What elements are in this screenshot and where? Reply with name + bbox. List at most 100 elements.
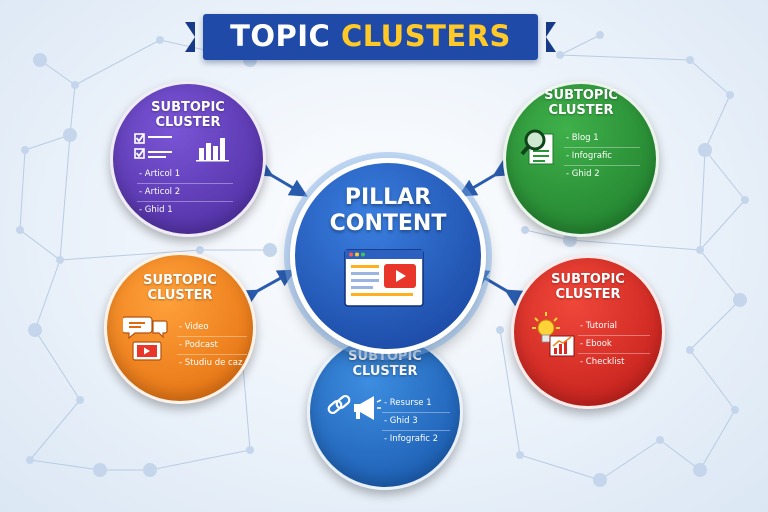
cluster-red-line2: CLUSTER [555, 287, 621, 302]
list-item: - Articol 2 [137, 184, 233, 202]
network-link [149, 449, 251, 471]
list-item: - Studiu de caz [179, 358, 243, 368]
pillar-line1: PILLAR [344, 185, 432, 210]
network-node [26, 456, 34, 464]
network-link [689, 299, 741, 351]
network-link [689, 59, 731, 96]
cluster-orange-caption: SUBTOPIC CLUSTER [107, 273, 253, 303]
network-node [686, 56, 694, 64]
network-node [496, 326, 504, 334]
network-link [34, 329, 81, 401]
network-link [59, 249, 201, 261]
network-link [569, 239, 701, 251]
network-node [28, 323, 42, 337]
network-link [34, 259, 61, 331]
network-node [263, 243, 277, 257]
network-node [693, 463, 707, 477]
list-item: - Podcast [177, 337, 247, 355]
list-item: - Articol 1 [137, 166, 233, 184]
network-node [733, 293, 747, 307]
network-node [686, 346, 694, 354]
network-node [196, 246, 204, 254]
link-megaphone-icon [327, 394, 382, 420]
network-link [559, 34, 601, 56]
network-link [689, 349, 736, 411]
cluster-orange: SUBTOPIC CLUSTER - Video - Podcast - Stu… [104, 252, 256, 404]
network-link [39, 59, 76, 86]
network-link [24, 134, 71, 151]
network-link [29, 459, 101, 471]
network-node [71, 81, 79, 89]
network-node [516, 451, 524, 459]
cluster-purple-caption: SUBTOPIC CLUSTER [113, 100, 263, 130]
cluster-blue-list: - Resurse 1 - Ghid 3 - Infografic 2 [382, 395, 450, 448]
page-title: TOPIC CLUSTERS [203, 19, 538, 53]
network-link [59, 134, 71, 261]
list-item: - Ghid 3 [382, 413, 450, 431]
list-item: - Infografic 2 [384, 434, 439, 444]
cluster-purple-line2: CLUSTER [155, 115, 221, 130]
list-item: - Ebook [578, 336, 650, 354]
cluster-green-caption: SUBTOPIC CLUSTER [506, 88, 656, 118]
cluster-red-list: - Tutorial - Ebook - Checklist [578, 318, 650, 371]
network-link [524, 229, 571, 241]
network-link [519, 454, 601, 481]
network-link [29, 399, 81, 461]
network-node [16, 226, 24, 234]
network-link [499, 329, 521, 456]
cluster-green-list: - Blog 1 - Infografic - Ghid 2 [564, 130, 640, 183]
network-link [19, 229, 61, 261]
network-link [559, 54, 691, 61]
cluster-green-line1: SUBTOPIC [544, 88, 618, 103]
network-node [143, 463, 157, 477]
network-link [69, 84, 76, 136]
network-node [33, 53, 47, 67]
list-item: - Video [177, 319, 247, 337]
network-node [21, 146, 29, 154]
cluster-red-caption: SUBTOPIC CLUSTER [514, 272, 662, 302]
network-node [93, 463, 107, 477]
network-node [521, 226, 529, 234]
magnifier-document-icon [520, 129, 554, 165]
network-node [696, 246, 704, 254]
list-item: - Infografic [564, 148, 640, 166]
network-link [19, 149, 26, 231]
network-node [656, 436, 664, 444]
network-node [593, 473, 607, 487]
cluster-red: SUBTOPIC CLUSTER - Tutorial - Ebook - Ch… [511, 255, 665, 409]
list-item: - Checklist [580, 357, 625, 367]
list-item: - Blog 1 [564, 130, 640, 148]
network-link [599, 439, 661, 481]
cluster-purple: SUBTOPIC CLUSTER - Articol 1 - Articol 2… [110, 81, 266, 237]
network-node [698, 143, 712, 157]
cluster-purple-line1: SUBTOPIC [151, 100, 225, 115]
network-node [726, 91, 734, 99]
chat-video-icon [123, 316, 168, 361]
network-node [56, 256, 64, 264]
network-node [741, 196, 749, 204]
pillar-content: PILLAR CONTENT [290, 158, 486, 354]
list-item: - Ghid 1 [139, 205, 173, 215]
network-link [699, 199, 746, 251]
pillar-caption: PILLAR CONTENT [295, 185, 481, 237]
network-link [699, 409, 736, 471]
network-link [74, 39, 161, 86]
cluster-green-line2: CLUSTER [548, 103, 614, 118]
network-link [704, 94, 731, 151]
title-part-2: CLUSTERS [340, 19, 511, 53]
cluster-purple-list: - Articol 1 - Articol 2 - Ghid 1 [137, 166, 233, 219]
network-link [699, 149, 706, 251]
cluster-orange-line1: SUBTOPIC [143, 273, 217, 288]
title-part-1: TOPIC [230, 19, 331, 53]
network-link [699, 249, 741, 301]
network-node [246, 446, 254, 454]
pillar-line2: CONTENT [329, 211, 447, 236]
cluster-orange-list: - Video - Podcast - Studiu de caz [177, 319, 247, 372]
network-node [731, 406, 739, 414]
cluster-blue: SUBTOPIC CLUSTER - Resurse 1 - Ghid 3 - … [307, 334, 463, 490]
list-item: - Resurse 1 [382, 395, 450, 413]
cluster-orange-line2: CLUSTER [147, 288, 213, 303]
video-webpage-icon [344, 249, 424, 307]
cluster-blue-line2: CLUSTER [352, 364, 418, 379]
